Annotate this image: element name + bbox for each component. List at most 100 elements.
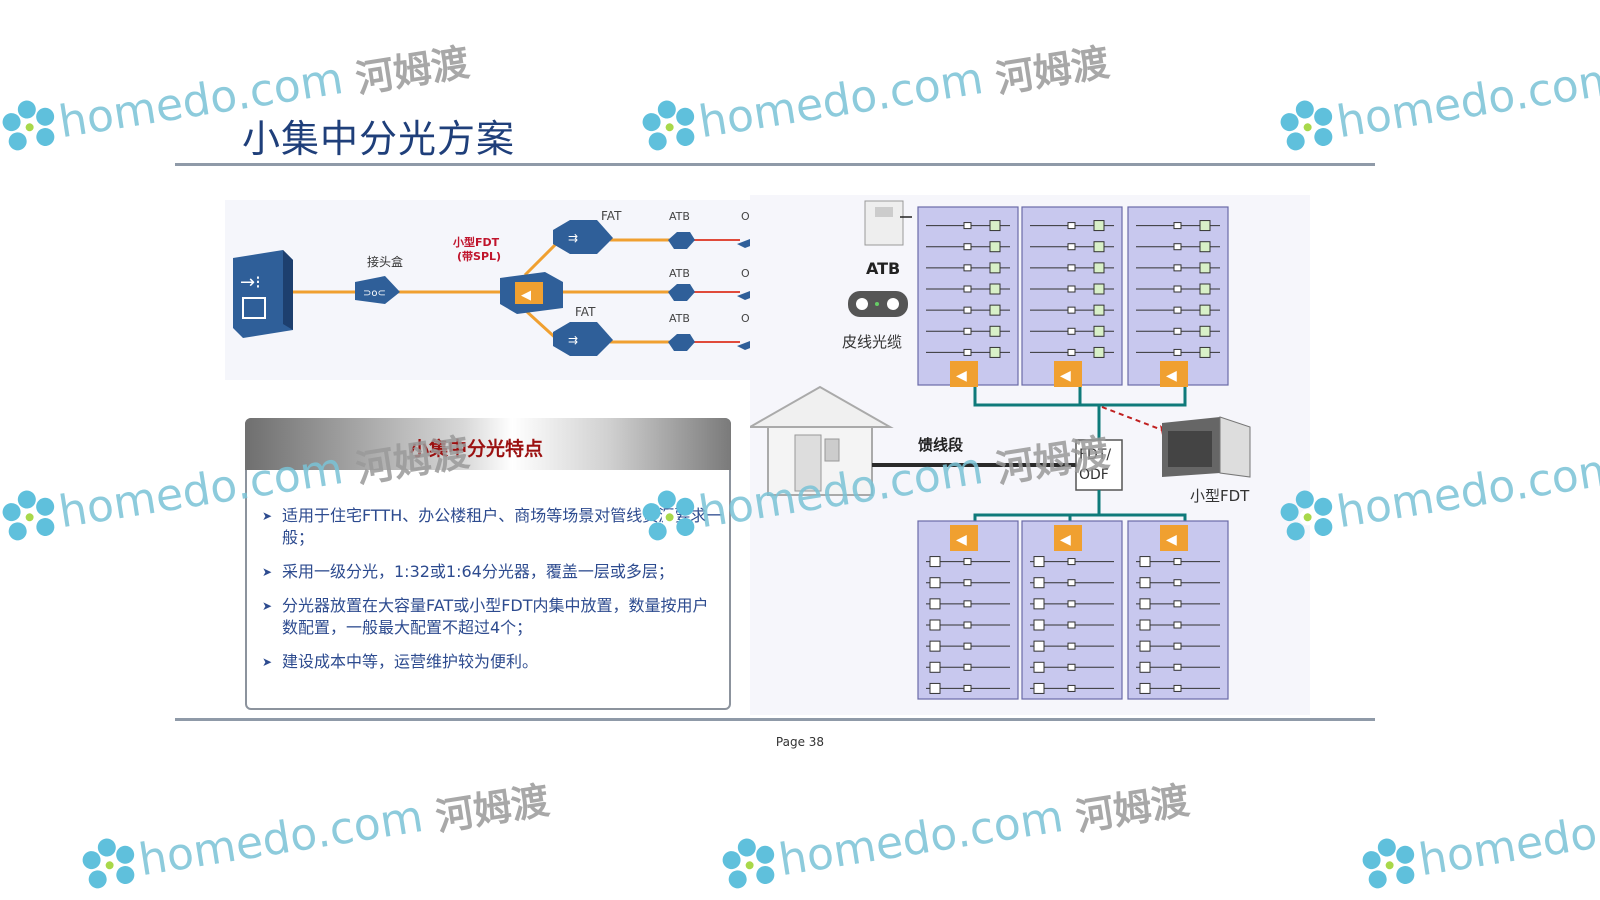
splitter-icon [950,525,978,551]
flower-logo-icon [2,490,55,541]
port-box [929,556,941,568]
olt-device-icon: →⁝ [233,250,293,338]
fdt-label-line1: 小型FDT [452,235,500,249]
watermark: homedo.com 河姆渡 [75,766,553,899]
port-box [989,304,1001,316]
port-connector [1173,222,1182,230]
port-box [989,220,1001,232]
port-connector [1173,684,1182,692]
port-connector [1173,663,1182,671]
watermark-url: homedo.com [775,790,1067,886]
watermark-url: homedo.com [1333,52,1600,148]
port-connector [1067,306,1076,314]
floor-block [1021,206,1123,386]
port-box [1033,577,1045,589]
watermark-cn: 河姆渡 [419,777,553,841]
junction-box-label: 接头盒 [367,254,403,269]
svg-text:◀: ◀ [521,288,531,303]
port-box [1093,325,1105,337]
port-connector [963,600,972,608]
features-header [245,418,731,470]
port-box [989,283,1001,295]
port-connector [1067,579,1076,587]
fat-top-icon: ⇉ [553,220,613,254]
atb-label-1: ATB [669,210,690,223]
port-connector [1067,348,1076,356]
watermark: homedo.com 河姆渡 [715,766,1193,899]
port-connector [963,663,972,671]
flower-logo-icon [642,100,695,151]
feature-item: 采用一级分光，1:32或1:64分光器，覆盖一层或多层； [262,561,724,583]
port-connector [1173,621,1182,629]
port-connector [1173,642,1182,650]
port-box [929,640,941,652]
flower-logo-icon [1362,838,1415,889]
feature-item: 适用于住宅FTTH、办公楼租户、商场等场景对管线资源要求一般； [262,505,724,549]
splitter-glyph: ◀ [1060,532,1071,548]
port-box [1093,346,1105,358]
port-connector [1067,222,1076,230]
fdt-spl-icon: ◀ [500,272,563,314]
splitter-glyph: ◀ [1060,368,1071,384]
port-connector [963,264,972,272]
splitter-glyph: ◀ [1166,368,1177,384]
port-connector [963,222,972,230]
floor-block [1127,206,1229,386]
house-icon [750,385,894,496]
port-box [929,682,941,694]
fdt-label-line2: (带SPL) [457,249,501,263]
splitter-icon [950,361,978,387]
port-connector [1173,600,1182,608]
port-box [1033,556,1045,568]
small-fdt-cabinet-icon [1162,416,1251,478]
port-box [1199,262,1211,274]
atb-icons [668,232,695,351]
watermark: homedo.com 河姆渡 [1273,418,1600,551]
port-box [1199,220,1211,232]
port-box [1139,640,1151,652]
feature-item: 分光器放置在大容量FAT或小型FDT内集中放置，数量按用户数配置，一般最大配置不… [262,595,724,639]
port-connector [1173,558,1182,566]
fat-bottom-icon: ⇉ [553,322,613,356]
port-box [989,346,1001,358]
port-connector [963,348,972,356]
fdt-odf-line2: ODF [1079,467,1109,483]
port-box [1139,619,1151,631]
port-box [1139,598,1151,610]
port-box [1199,346,1211,358]
watermark-cn: 河姆渡 [339,39,473,103]
svg-text:⇉: ⇉ [568,231,578,245]
feeder-label: 馈线段 [917,436,963,454]
splitter-icon [1160,361,1188,387]
port-connector [1173,264,1182,272]
port-connector [1067,285,1076,293]
flower-logo-icon [722,838,775,889]
port-connector [1173,306,1182,314]
port-connector [963,306,972,314]
feature-item: 建设成本中等，运营维护较为便利。 [262,651,724,673]
bottom-divider [175,718,1375,721]
fat-top-label: FAT [601,209,622,223]
port-connector [1173,285,1182,293]
port-connector [963,642,972,650]
watermark-url: homedo.com [695,52,987,148]
port-box [989,241,1001,253]
features-title: 小集中分光特点 [410,438,544,460]
watermark-url: homedo.com [1333,442,1600,538]
page-title: 小集中分光方案 [242,117,516,161]
port-connector [1173,579,1182,587]
svg-text:→⁝: →⁝ [240,272,261,293]
port-box [929,619,941,631]
watermark-cn: 河姆渡 [1059,777,1193,841]
topology-diagram: →⁝ ⊃o⊂ 接头盒 ◀ 小型FDT (带SPL) ⇉ ⇉ FAT FAT [225,200,805,380]
atb-label-2: ATB [669,267,690,280]
port-box [1093,241,1105,253]
upper-floors: ◀◀◀ [917,206,1229,387]
small-fdt-label: 小型FDT [1190,487,1250,505]
port-box [1199,241,1211,253]
splitter-glyph: ◀ [956,532,967,548]
port-box [929,598,941,610]
port-box [1199,283,1211,295]
watermark-url: homedo.com [1415,790,1600,886]
